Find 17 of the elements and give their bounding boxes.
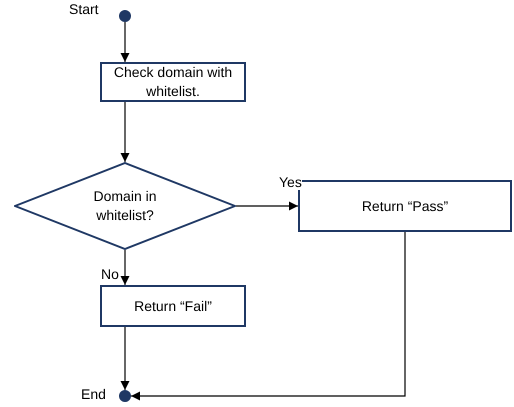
process-text: Return “Fail” — [134, 296, 212, 316]
arrow — [120, 327, 130, 390]
arrow — [120, 250, 130, 285]
terminal-label: Start — [69, 1, 99, 17]
process-text: Check domain with whitelist. — [112, 63, 234, 101]
process-box — [100, 62, 246, 102]
decision-text: Domain in whitelist? — [92, 187, 158, 225]
process-text: Return “Pass” — [362, 196, 448, 216]
arrow — [131, 232, 406, 400]
process-box — [100, 285, 246, 327]
end-dot — [119, 390, 131, 402]
terminal-label: End — [81, 386, 106, 402]
start-dot — [119, 10, 131, 22]
edge-label: Yes — [279, 174, 302, 190]
arrow — [120, 102, 130, 162]
arrow — [120, 22, 130, 62]
arrow — [236, 202, 298, 210]
